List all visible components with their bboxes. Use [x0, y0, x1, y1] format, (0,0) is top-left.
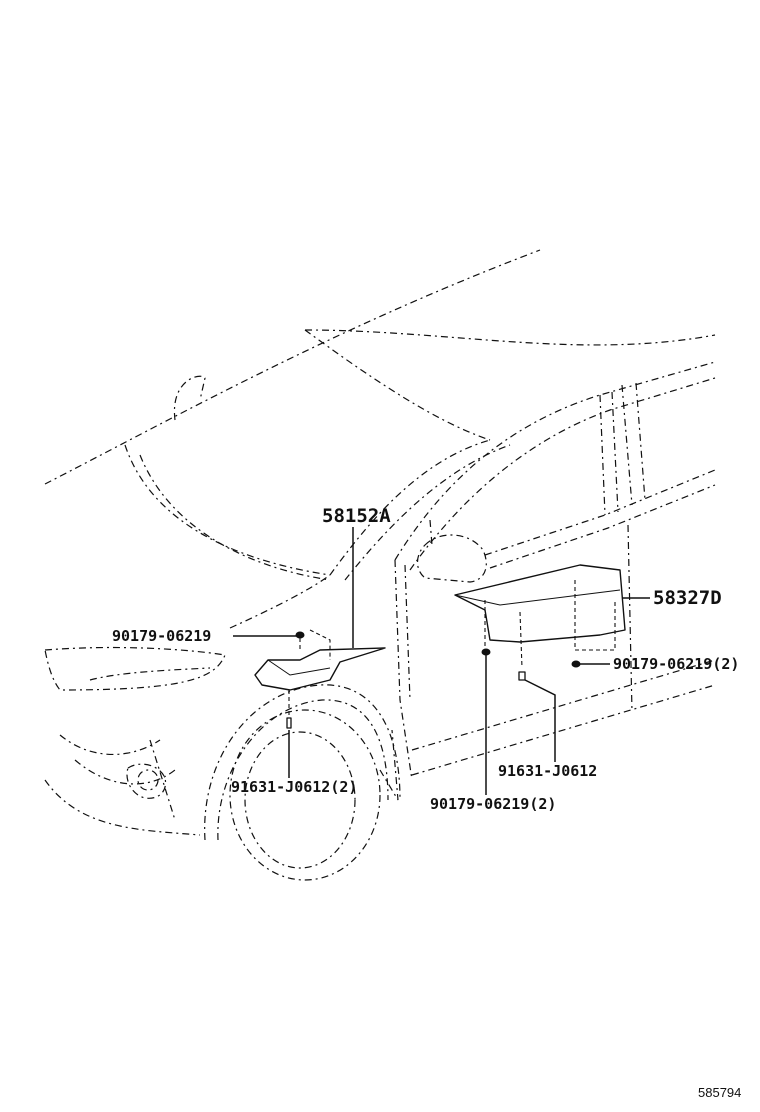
- rocker-line-lower: [411, 684, 716, 776]
- clip-right: [571, 660, 581, 668]
- rear-door-edge: [627, 524, 633, 713]
- label-58327d: 58327D: [653, 587, 722, 609]
- screw-left-head: [286, 717, 292, 729]
- diagram-ref-number: 585794: [698, 1085, 741, 1100]
- rocker-cover-piece: [454, 564, 626, 643]
- wheel-arch-inner: [217, 699, 389, 841]
- headlamp: [44, 646, 226, 691]
- fog-lamp: [126, 763, 167, 799]
- label-90179-right: 90179-06219(2): [613, 655, 739, 673]
- door-front-edge: [394, 559, 413, 781]
- cowl-line: [124, 444, 331, 576]
- label-91631-left: 91631-J0612(2): [231, 778, 357, 796]
- door-frame-top: [394, 361, 716, 561]
- bumper-lower: [44, 779, 201, 836]
- headlamp-inner: [89, 667, 211, 681]
- fasteners: [286, 631, 581, 729]
- mirror-stem: [429, 519, 433, 546]
- hood-edge-line: [44, 249, 541, 485]
- mudflap: [379, 729, 399, 801]
- label-58152a: 58152A: [322, 505, 391, 527]
- screw-right-head: [518, 671, 526, 681]
- fender-liner-crease: [267, 659, 331, 676]
- fender-liner-guide: [309, 629, 331, 660]
- rocker-cover-guide: [574, 580, 616, 651]
- roof-line: [304, 329, 716, 346]
- part-58327d-shape: [454, 564, 626, 669]
- rocker-line: [411, 659, 716, 751]
- fender-top: [229, 574, 331, 629]
- clip-left: [295, 631, 305, 639]
- label-90179-bottom: 90179-06219(2): [430, 795, 556, 813]
- fender-liner-piece: [254, 647, 386, 691]
- leader-91631-right: [524, 679, 556, 762]
- leader-lines: [233, 527, 650, 795]
- label-90179-left: 90179-06219: [112, 627, 211, 645]
- tire-inner: [244, 731, 356, 869]
- part-58152a-shape: [254, 629, 386, 691]
- tire: [229, 709, 381, 881]
- belt-line-lower: [489, 484, 716, 569]
- rocker-cover-drop-lines: [484, 600, 523, 669]
- fog-lamp-inner: [137, 769, 159, 791]
- b-pillar-rear: [621, 382, 646, 506]
- bumper-line: [59, 734, 176, 785]
- rocker-cover-crease: [454, 589, 621, 606]
- hood-stub: [173, 375, 206, 421]
- b-pillar: [599, 391, 619, 516]
- cowl-line-inner: [139, 454, 331, 581]
- side-mirror: [416, 534, 487, 583]
- car-body-outline: [44, 249, 716, 881]
- belt-line: [484, 469, 716, 556]
- a-pillar: [329, 439, 491, 576]
- door-frame-top-inner: [409, 377, 716, 571]
- clip-bottom: [481, 648, 491, 656]
- label-91631-right: 91631-J0612: [498, 762, 597, 780]
- door-front-edge-inner: [404, 564, 411, 701]
- windshield-edge: [304, 329, 491, 441]
- bumper-corner: [149, 739, 176, 821]
- wheel-arch: [204, 684, 401, 841]
